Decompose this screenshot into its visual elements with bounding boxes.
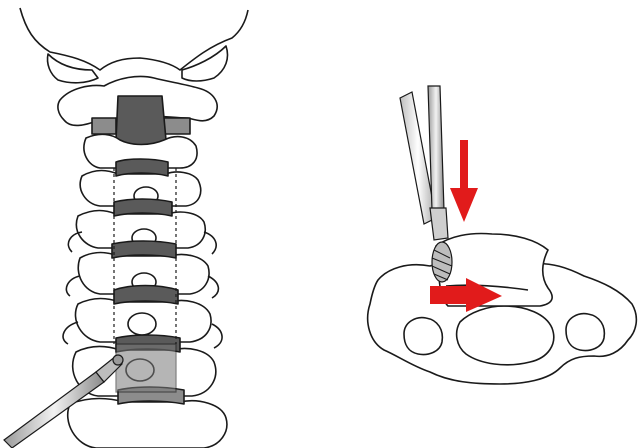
c4-c5-disc — [112, 241, 176, 258]
corpectomy-trough — [116, 344, 176, 392]
c6-foramen — [128, 313, 156, 335]
c5-c6-disc — [114, 286, 178, 305]
axial-vertebra — [368, 234, 637, 385]
t1-vertebra — [68, 399, 227, 448]
c2-c3-disc — [116, 159, 168, 176]
lateral-mass-left — [92, 118, 116, 134]
downward-force-arrow — [450, 140, 478, 222]
spinal-canal — [457, 306, 554, 365]
foramen-left — [404, 318, 442, 355]
c3-c4-disc — [114, 199, 172, 216]
burr-drill-right — [428, 86, 452, 282]
dens-resection-zone — [116, 96, 166, 148]
foramen-right — [566, 314, 604, 351]
occipital-condyle-left — [47, 54, 98, 83]
lateral-mass-right — [164, 118, 190, 134]
